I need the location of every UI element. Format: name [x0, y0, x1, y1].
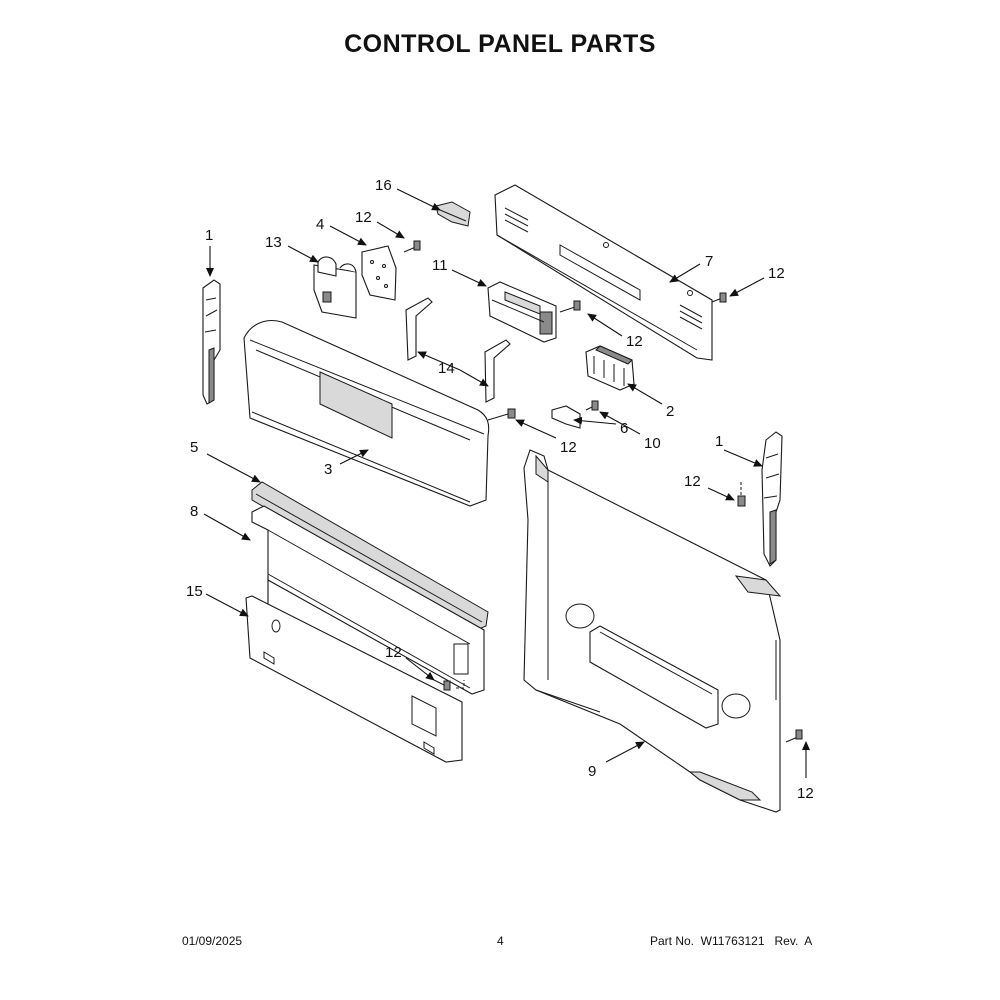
callout-12-d: 12: [560, 439, 577, 456]
screw-12-c: [559, 300, 581, 313]
callout-12-c: 12: [626, 333, 643, 350]
callout-5: 5: [190, 439, 198, 456]
screw-12-g: [785, 729, 803, 743]
part-1-right-endcap: [761, 431, 783, 567]
callout-6: 6: [620, 420, 628, 437]
callout-3: 3: [324, 461, 332, 478]
screw-12-f: [433, 679, 465, 691]
callout-12-a: 12: [355, 209, 372, 226]
part-8-bracket: [251, 505, 485, 695]
callout-11: 11: [432, 257, 448, 274]
footer-part-number: Part No. W11763121 Rev. A: [650, 934, 813, 948]
callout-12-g: 12: [797, 785, 814, 802]
callout-16: 16: [375, 177, 392, 194]
part-2-terminal-block: [585, 345, 635, 391]
screw-12-b: [711, 292, 727, 303]
part-7-rear-bracket: [494, 184, 713, 361]
callout-7: 7: [705, 253, 713, 270]
page-title: CONTROL PANEL PARTS: [344, 30, 656, 58]
callout-1-a: 1: [205, 227, 213, 244]
callout-1-b: 1: [715, 433, 723, 450]
part-11-control-board: [487, 281, 557, 343]
part-9-rear-panel: [523, 449, 782, 813]
footer-page-number: 4: [497, 934, 504, 948]
callout-12-e: 12: [684, 473, 701, 490]
leader-lines: [203, 188, 810, 778]
part-15-back-plate: [245, 595, 463, 763]
screw-12-e: [737, 482, 746, 507]
part-6-clip: [551, 405, 581, 429]
callout-labels: 16 12 4 13 1 11 7 12 12 14 2 10 12 6 3 5…: [186, 177, 814, 802]
part-13-mount: [313, 256, 357, 319]
screw-12-d: [487, 408, 516, 421]
screw-12-a: [403, 240, 421, 253]
part-16-bracket: [435, 201, 471, 227]
callout-10: 10: [644, 435, 661, 452]
callout-8: 8: [190, 503, 198, 520]
part-1-left-endcap: [202, 279, 221, 405]
callout-12-f: 12: [385, 644, 402, 661]
part-10-screw: [585, 400, 599, 411]
callout-13: 13: [265, 234, 282, 251]
callout-14: 14: [438, 360, 455, 377]
part-4-board: [361, 245, 397, 301]
footer-date: 01/09/2025: [182, 934, 243, 948]
callout-12-b: 12: [768, 265, 785, 282]
callout-2: 2: [666, 403, 674, 420]
part-14-clips: [405, 297, 511, 403]
part-3-console: [243, 320, 490, 507]
callout-9: 9: [588, 763, 596, 780]
part-5-trim-strip: [251, 481, 489, 631]
callout-15: 15: [186, 583, 203, 600]
callout-4: 4: [316, 216, 324, 233]
